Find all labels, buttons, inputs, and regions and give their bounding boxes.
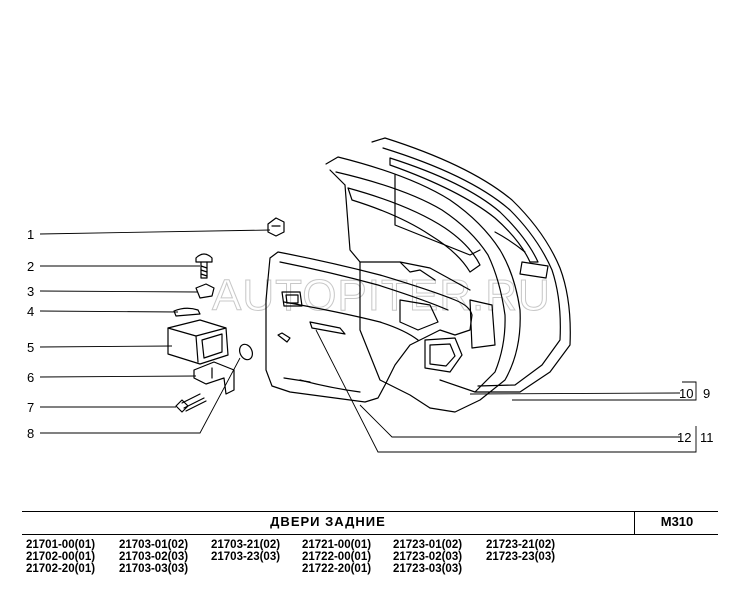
- handle-part: [167, 319, 229, 365]
- leader-line-8: [40, 357, 241, 434]
- door-panel-outer: [371, 137, 571, 393]
- title-bar: ДВЕРИ ЗАДНИЕ M310: [22, 511, 718, 535]
- callout-5: 5: [27, 340, 34, 355]
- model-code: 21721-00(01): [302, 539, 372, 551]
- model-column: 21723-21(02) 21723-23(03): [486, 539, 555, 563]
- watermark: AUTOPITER.RU: [212, 271, 551, 320]
- plug-part: [238, 343, 254, 361]
- page-title: ДВЕРИ ЗАДНИЕ: [270, 514, 386, 529]
- model-column: 21723-01(02) 21723-02(03) 21723-03(03): [393, 539, 462, 575]
- model-code: 21723-01(02): [393, 539, 463, 551]
- model-code: 21723-02(03): [393, 551, 463, 563]
- leader-line-1: [39, 229, 271, 235]
- door-frame-inner: [325, 156, 521, 413]
- footer: ДВЕРИ ЗАДНИЕ M310 21701-00(01) 21702-00(…: [22, 511, 718, 575]
- callout-11: 11: [700, 430, 714, 445]
- callout-2: 2: [27, 259, 34, 274]
- code-divider: [634, 512, 635, 534]
- callout-10: 10: [679, 386, 693, 401]
- model-code: 21703-02(03): [119, 551, 189, 563]
- callout-1: 1: [27, 227, 34, 242]
- model-column: 21703-01(02) 21703-02(03) 21703-03(03): [119, 539, 188, 575]
- model-column: 21703-21(02) 21703-23(03): [211, 539, 280, 563]
- model-list: 21701-00(01) 21702-00(01) 21702-20(01) 2…: [22, 539, 722, 579]
- model-code: 21703-23(03): [211, 551, 281, 563]
- handle-base-part: [193, 361, 235, 395]
- cover-part: [173, 307, 201, 317]
- model-code: 21722-00(01): [302, 551, 372, 563]
- bracket-part: [195, 283, 215, 299]
- callout-8: 8: [27, 426, 34, 441]
- model-code: 21722-20(01): [302, 563, 372, 575]
- leader-line-6: [39, 375, 197, 378]
- door-trim-panel: [265, 251, 473, 403]
- model-code: 21703-21(02): [211, 539, 281, 551]
- model-code: 21723-03(03): [393, 563, 463, 575]
- leader-line-12: [359, 404, 680, 438]
- model-code: 21723-23(03): [486, 551, 556, 563]
- callout-7: 7: [27, 400, 34, 415]
- leader-line-5: [39, 345, 173, 348]
- parts-diagram: AUTOPITER.RU: [27, 137, 714, 453]
- callout-6: 6: [27, 370, 34, 385]
- clip-part: [267, 217, 285, 237]
- leader-line-12b: [315, 329, 697, 453]
- screw-part: [195, 253, 213, 279]
- model-column: 21701-00(01) 21702-00(01) 21702-20(01): [26, 539, 95, 575]
- model-code: 21703-03(03): [119, 563, 189, 575]
- model-code: 21702-20(01): [26, 563, 96, 575]
- model-code: 21703-01(02): [119, 539, 189, 551]
- leader-line-3: [39, 290, 199, 293]
- bolt-part: [175, 393, 207, 413]
- page-code: M310: [660, 514, 694, 529]
- leader-line-10: [469, 392, 681, 395]
- model-code: 21723-21(02): [486, 539, 556, 551]
- callout-9: 9: [703, 386, 710, 401]
- callout-4: 4: [27, 304, 34, 319]
- leader-line-4: [39, 310, 179, 313]
- bracket-9: [512, 381, 697, 401]
- callout-12: 12: [677, 430, 691, 445]
- model-code: 21701-00(01): [26, 539, 96, 551]
- model-column: 21721-00(01) 21722-00(01) 21722-20(01): [302, 539, 371, 575]
- callout-3: 3: [27, 284, 34, 299]
- model-code: 21702-00(01): [26, 551, 96, 563]
